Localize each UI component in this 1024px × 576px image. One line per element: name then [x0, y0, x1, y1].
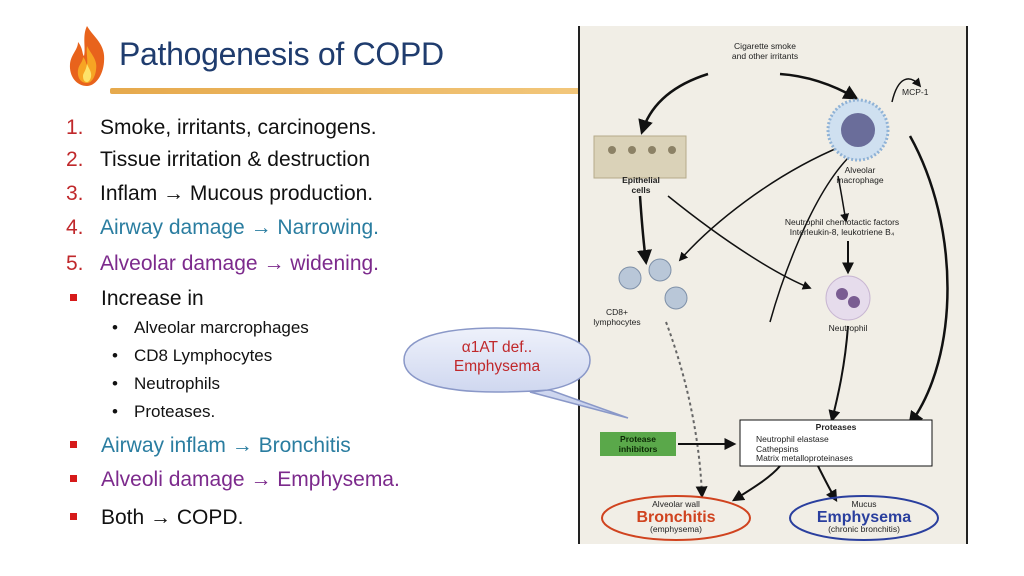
arrow-proteases-to-emphysema — [817, 465, 838, 503]
protease-inhibitors-box — [600, 432, 676, 456]
item-text: Mucous production. — [189, 182, 374, 205]
item-number: 5. — [66, 252, 84, 275]
item-text: Airway damage — [100, 216, 245, 239]
arrow-macrophage-down — [769, 155, 851, 323]
arrow-epithelial-to-neutrophil — [667, 195, 812, 290]
numbered-item-3: 3. Inflam → Mucous production. — [66, 181, 373, 207]
arrow-icon: → — [250, 216, 272, 239]
flame-icon — [69, 26, 105, 86]
item-text: Narrowing. — [277, 216, 379, 239]
sub-item-4: •Proteases. — [112, 402, 216, 421]
bullet-dot-icon: • — [112, 318, 118, 337]
item-text: Increase in — [101, 287, 204, 310]
bullet-dot-icon: • — [112, 346, 118, 365]
item-number: 4. — [66, 216, 84, 239]
proteases-box — [739, 419, 933, 467]
item-text: widening. — [290, 252, 380, 275]
numbered-item-5: 5. Alveolar damage → widening. — [66, 251, 379, 277]
arrow-icon: → — [231, 434, 253, 457]
bullet-item-bronchitis: Airway inflam → Bronchitis — [70, 433, 351, 459]
callout-text: α1AT def.. Emphysema — [453, 339, 541, 375]
increase-heading: Increase in — [70, 286, 204, 312]
callout-bubble — [403, 327, 629, 419]
numbered-item-1: 1. Smoke, irritants, carcinogens. — [66, 115, 377, 141]
arrow-icon: → — [263, 252, 285, 275]
arrow-mcp1 — [891, 77, 922, 103]
sub-item-1: •Alveolar marcrophages — [112, 318, 309, 337]
macrophage-nucleus — [841, 113, 875, 147]
proteases-title: Proteases — [815, 422, 857, 432]
lymphocyte-cell — [618, 266, 642, 290]
item-number: 2. — [66, 148, 84, 171]
numbered-item-4: 4. Airway damage → Narrowing. — [66, 215, 379, 241]
neutrophil-label: Neutrophil — [828, 323, 868, 333]
item-text: Inflam — [100, 182, 158, 205]
emphysema-ellipse — [789, 495, 939, 541]
bullet-item-emphysema: Alveoli damage → Emphysema. — [70, 467, 400, 493]
item-text: Tissue irritation & destruction — [100, 148, 370, 171]
arrow-icon: → — [150, 506, 172, 529]
arrow-neutrophil-to-proteases — [828, 325, 849, 423]
bullet-dot-icon: • — [112, 402, 118, 421]
bullet-square-icon — [70, 440, 77, 448]
bullet-square-icon — [70, 293, 77, 301]
epithelial-cells-image — [593, 135, 687, 179]
item-text: Smoke, irritants, carcinogens. — [100, 116, 377, 139]
bullet-square-icon — [70, 512, 77, 520]
item-text: Alveolar damage — [100, 252, 258, 275]
page-title: Pathogenesis of COPD — [119, 36, 444, 72]
cd8-label: CD8+lymphocytes — [593, 307, 641, 327]
arrow-smoke-to-macrophage — [779, 72, 859, 100]
arrow-cd8-to-bronchitis — [665, 321, 708, 499]
bronchitis-ellipse — [601, 495, 751, 541]
arrow-macrophage-to-cd8 — [678, 145, 843, 262]
arrow-icon: → — [250, 468, 272, 491]
neutrophil-cell — [825, 275, 871, 321]
item-number: 1. — [66, 116, 84, 139]
arrow-epithelial-to-cd8 — [637, 195, 652, 265]
bullet-dot-icon: • — [112, 374, 118, 393]
numbered-item-2: 2. Tissue irritation & destruction — [66, 147, 370, 173]
item-number: 3. — [66, 182, 84, 205]
bullet-square-icon — [70, 474, 77, 482]
emphysema-label: Mucus Emphysema (chronic bronchitis) — [816, 499, 912, 534]
arrow-smoke-to-epithelial — [638, 72, 709, 135]
arrow-macrophage-to-proteases — [908, 135, 949, 427]
sub-item-2: •CD8 Lymphocytes — [112, 346, 273, 365]
bullet-item-copd: Both → COPD. — [70, 505, 243, 531]
arrow-proteases-to-bronchitis — [731, 465, 781, 502]
arrow-macrophage-to-factors — [837, 175, 850, 223]
arrow-icon: → — [163, 182, 185, 205]
mcp1-label: MCP-1 — [902, 87, 929, 97]
diagram-drawing — [593, 72, 949, 541]
sub-item-3: •Neutrophils — [112, 374, 220, 393]
title-underline — [110, 88, 580, 94]
bronchitis-label: Alveolar wall Bronchitis (emphysema) — [636, 499, 716, 534]
